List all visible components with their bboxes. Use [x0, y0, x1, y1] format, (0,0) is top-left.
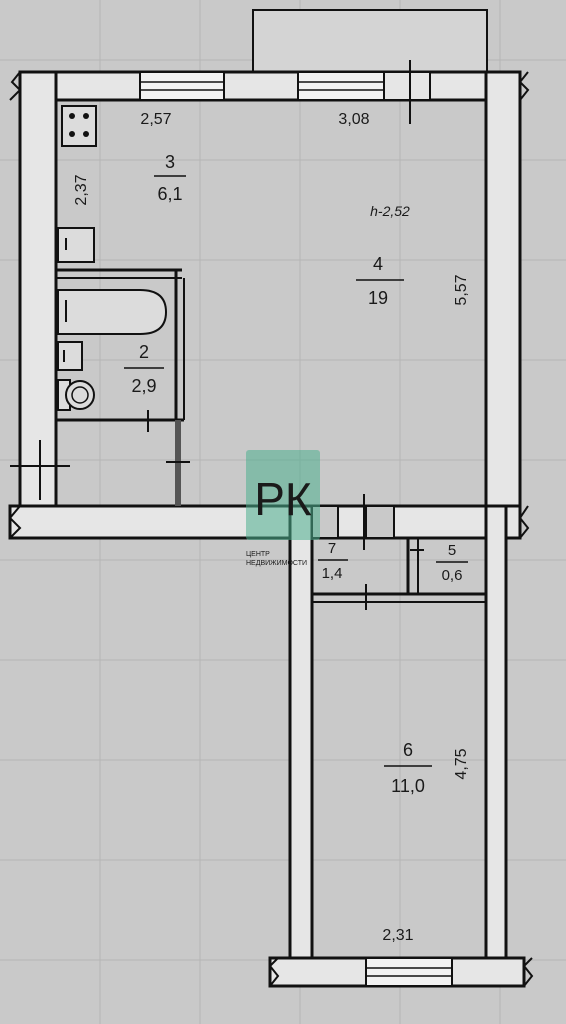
- ceiling-height: h-2,52: [370, 203, 410, 219]
- window-bedroom: [365, 957, 453, 987]
- bathtub-icon: [57, 289, 168, 335]
- balcony: [252, 9, 488, 73]
- room-label-closet: 5 0,6: [436, 542, 468, 584]
- svg-text:2: 2: [139, 342, 149, 362]
- dimension-bedroom-width: 2,31: [382, 927, 413, 944]
- svg-text:5: 5: [448, 542, 456, 559]
- svg-text:НЕДВИЖИМОСТИ: НЕДВИЖИМОСТИ: [246, 560, 307, 567]
- bathroom-partition: [10, 268, 190, 506]
- wall-top: [18, 70, 522, 102]
- svg-text:7: 7: [328, 540, 336, 557]
- window-kitchen: [139, 71, 225, 101]
- dimension-kitchen-width: 2,57: [140, 111, 171, 128]
- wall-bedroom-left: [288, 504, 314, 988]
- svg-text:0,6: 0,6: [442, 567, 463, 584]
- svg-text:2,9: 2,9: [131, 376, 156, 396]
- svg-text:11,0: 11,0: [391, 776, 425, 796]
- svg-text:1,4: 1,4: [322, 565, 343, 582]
- break-marks: [8, 71, 534, 987]
- svg-text:19: 19: [368, 288, 388, 308]
- svg-text:3: 3: [165, 152, 175, 172]
- dimension-kitchen-depth: 2,37: [73, 174, 90, 205]
- room-label-bedroom: 6 11,0: [384, 740, 432, 796]
- company-logo: РК ЦЕНТР НЕДВИЖИМОСТИ: [246, 450, 320, 567]
- svg-text:РК: РК: [254, 473, 312, 525]
- window-living-room: [297, 71, 385, 101]
- svg-text:6,1: 6,1: [157, 184, 182, 204]
- svg-text:4: 4: [373, 254, 383, 274]
- room-label-kitchen: 3 6,1: [154, 152, 186, 204]
- kitchen-sink-icon: [57, 227, 95, 263]
- hallway-partitions: [311, 494, 486, 610]
- svg-text:6: 6: [403, 740, 413, 760]
- bathroom-sink-icon: [57, 341, 83, 371]
- room-label-living: 4 19: [356, 254, 404, 308]
- room-label-hallway: 7 1,4: [318, 540, 348, 582]
- wall-bedroom-right: [484, 504, 508, 988]
- toilet-icon: [57, 379, 95, 411]
- svg-text:ЦЕНТР: ЦЕНТР: [246, 551, 270, 558]
- room-label-bathroom: 2 2,9: [124, 342, 164, 396]
- dimension-room-width: 3,08: [338, 111, 369, 128]
- stove-icon: [61, 105, 97, 147]
- dimension-bedroom-depth: 4,75: [453, 748, 470, 779]
- wall-right: [484, 70, 522, 540]
- dimension-room-depth: 5,57: [453, 274, 470, 305]
- balcony-door: [383, 71, 431, 101]
- wall-left: [18, 70, 58, 540]
